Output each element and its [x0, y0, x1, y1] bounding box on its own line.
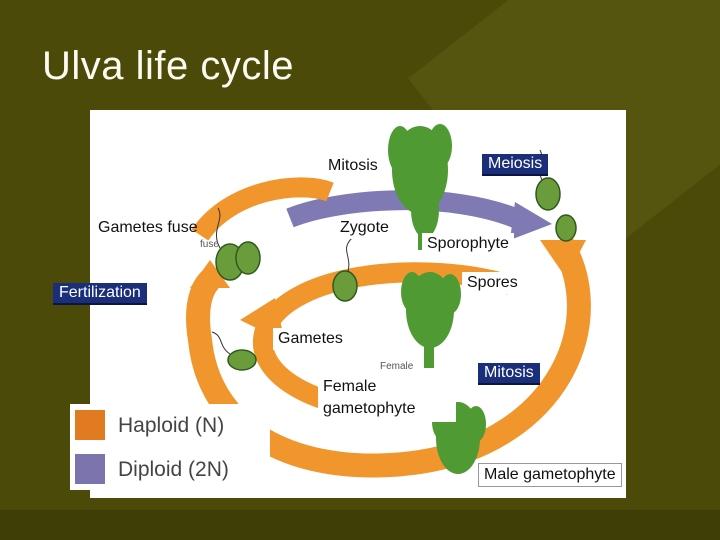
diploid-swatch [75, 454, 105, 484]
slide-title: Ulva life cycle [42, 44, 295, 88]
outer-haploid-arrow [186, 233, 591, 478]
label-mitosis-bottom: Mitosis [478, 363, 540, 385]
outer-arrowhead-left [190, 260, 230, 288]
outer-arrowhead-right [540, 240, 586, 278]
label-zygote: Zygote [335, 217, 394, 239]
ploidy-legend: Haploid (N) Diploid (2N) [70, 404, 270, 490]
label-gametes: Gametes [273, 328, 348, 350]
haploid-swatch [75, 410, 105, 440]
gamete-cell [227, 349, 257, 371]
label-male-gametophyte: Male gametophyte [478, 463, 622, 487]
flagella [211, 149, 543, 355]
label-fertilization: Fertilization [53, 283, 147, 305]
diploid-arc [286, 190, 524, 230]
label-female-small: Female [380, 361, 414, 372]
label-mitosis-top: Mitosis [323, 155, 383, 177]
legend-diploid-label: Diploid (2N) [118, 458, 229, 481]
label-female-gametophyte: Female gametophyte [318, 374, 456, 422]
diploid-arrowhead [510, 202, 552, 240]
fusing-gametes-cells [215, 241, 261, 281]
life-cycle-diagram [186, 124, 591, 478]
label-spores: Spores [462, 272, 523, 294]
spore-cells [535, 177, 577, 242]
top-left-haploid-arc [191, 177, 334, 242]
sporophyte-plant [388, 124, 452, 250]
female-gametophyte-plant [401, 272, 461, 368]
label-gametes-fuse: Gametes fuse [98, 219, 198, 236]
legend-haploid-label: Haploid (N) [118, 414, 225, 437]
zygote-cell [332, 270, 358, 302]
label-fuse-small: fuse [200, 239, 219, 250]
slide-bottom-band [0, 510, 720, 540]
label-meiosis: Meiosis [482, 154, 549, 176]
label-sporophyte: Sporophyte [422, 233, 514, 255]
